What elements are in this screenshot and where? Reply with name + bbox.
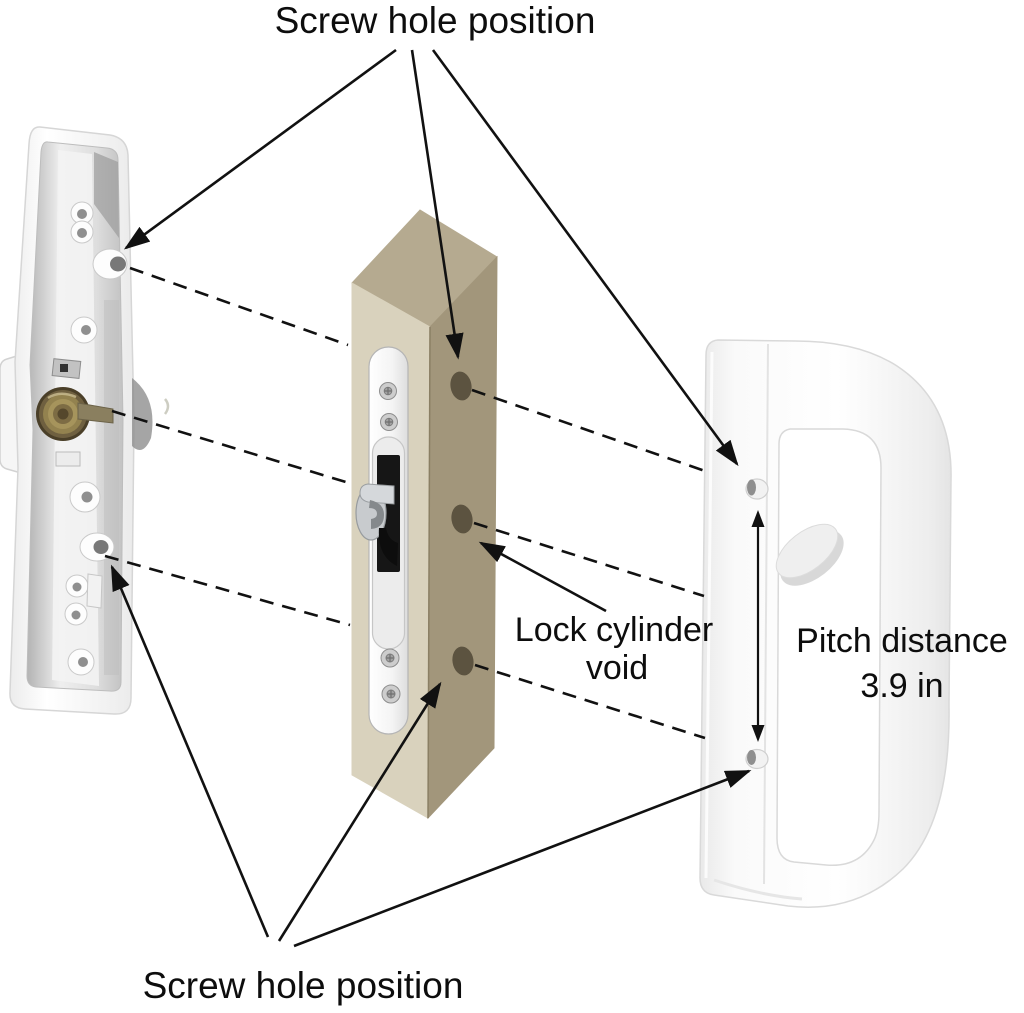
align-line-bottom-left bbox=[104, 554, 351, 627]
mortise-lock-faceplate bbox=[355, 346, 409, 735]
label-screw-hole-bottom: Screw hole position bbox=[143, 965, 464, 1006]
block-corner-edge bbox=[427, 326, 431, 819]
door-stile-block bbox=[351, 209, 498, 820]
arrow-top-to-exterior-hole bbox=[431, 49, 739, 467]
svg-text:3.9 in: 3.9 in bbox=[860, 667, 943, 705]
label-lock-cylinder-void: Lock cylinder void bbox=[515, 611, 713, 687]
spindle-bar bbox=[77, 402, 114, 424]
cast-shadow bbox=[132, 378, 153, 451]
brass-lock-cylinder bbox=[36, 387, 90, 441]
handle-screw-hole-top bbox=[745, 478, 769, 500]
drill-hole-top bbox=[450, 371, 472, 401]
annotation-arrows bbox=[110, 48, 752, 948]
thumb-tab bbox=[775, 523, 844, 586]
base-plate-edge bbox=[763, 343, 769, 885]
faceplate-screw bbox=[381, 684, 401, 704]
bottom-screw-hole bbox=[93, 540, 109, 554]
handle-bottom-shade bbox=[713, 878, 803, 901]
label-pitch-distance: Pitch distance 3.9 in bbox=[796, 622, 1008, 705]
bracket bbox=[86, 573, 103, 609]
align-line-bottom-right bbox=[474, 663, 706, 740]
boss-hole bbox=[77, 228, 87, 238]
handle-screw-hole-bottom bbox=[745, 748, 769, 770]
stray-mark bbox=[163, 398, 170, 415]
align-line-middle-left bbox=[111, 409, 350, 485]
svg-text:void: void bbox=[586, 649, 648, 687]
label-screw-hole-top: Screw hole position bbox=[275, 0, 596, 41]
interior-handle-back bbox=[0, 126, 153, 715]
faceplate-screw bbox=[380, 648, 400, 668]
drill-hole-bottom bbox=[452, 646, 474, 676]
align-line-top-right bbox=[471, 388, 706, 473]
arrow-bottom-to-exterior-hole bbox=[293, 769, 752, 948]
top-screw-hole bbox=[110, 256, 126, 272]
cavity-shadow-wedge bbox=[94, 152, 119, 238]
arrow-bottom-to-interior-hole bbox=[110, 564, 270, 938]
faceplate-screw bbox=[380, 413, 398, 431]
svg-text:Pitch distance: Pitch distance bbox=[796, 622, 1008, 660]
drill-hole-cylinder-void bbox=[451, 504, 473, 534]
handle-highlight bbox=[704, 351, 714, 879]
alignment-dashed-lines bbox=[104, 266, 706, 740]
bracket bbox=[55, 451, 81, 467]
latch-pivot bbox=[378, 528, 398, 566]
block-side-face bbox=[427, 255, 498, 820]
arrow-bottom-to-block-hole bbox=[277, 681, 442, 942]
arrow-lock-cylinder-void bbox=[478, 541, 607, 613]
clip-hole bbox=[60, 364, 68, 372]
align-line-top-left bbox=[129, 266, 349, 347]
boss-hole bbox=[78, 657, 88, 667]
boss-hole bbox=[77, 209, 87, 219]
hook-latch bbox=[355, 483, 395, 541]
pitch-distance-arrow bbox=[751, 510, 765, 742]
align-line-middle-right bbox=[473, 521, 705, 598]
boss-hole bbox=[81, 325, 91, 335]
faceplate-screw bbox=[379, 382, 397, 400]
cavity-shadow-band bbox=[104, 300, 119, 675]
boss-hole bbox=[81, 491, 93, 503]
arrow-top-to-block-hole bbox=[410, 49, 464, 360]
exterior-handle bbox=[699, 339, 952, 908]
svg-text:Lock cylinder: Lock cylinder bbox=[515, 611, 713, 649]
boss-hole bbox=[72, 582, 82, 592]
arrow-top-to-interior-hole bbox=[123, 48, 397, 250]
boss-hole bbox=[71, 610, 81, 620]
